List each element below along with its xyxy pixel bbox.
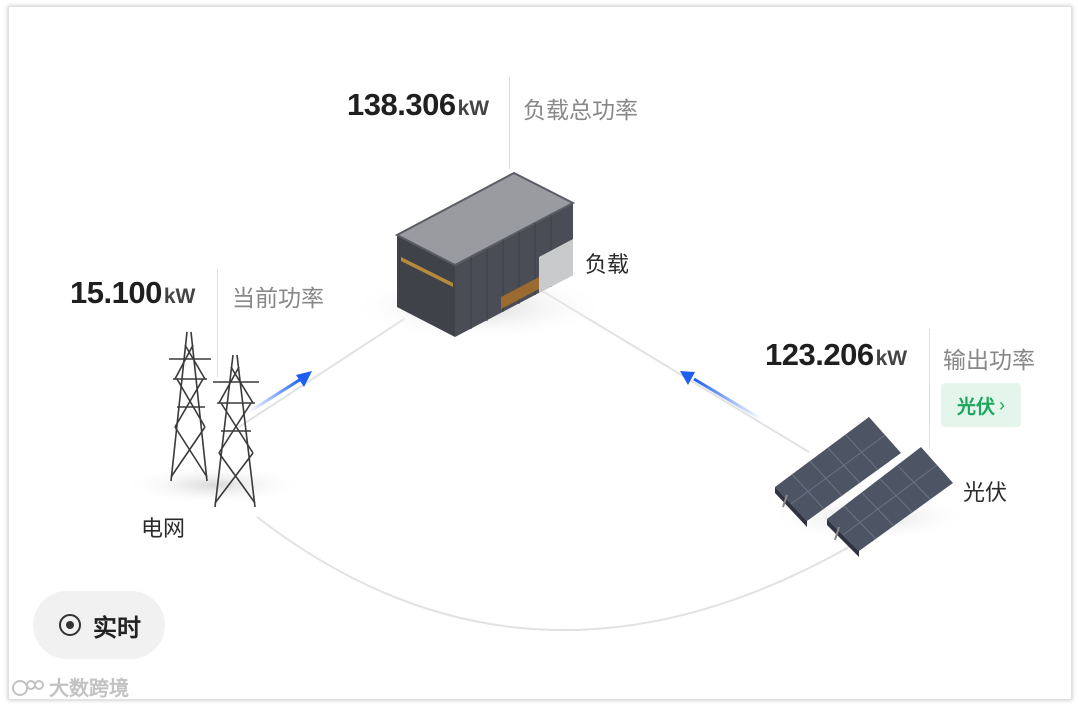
load-metric-divider [509,77,510,169]
pv-power-value: 123.206 [765,337,874,372]
grid-power-unit: kW [163,285,196,308]
pv-power-label: 输出功率 [943,347,1035,373]
grid-tower-icon [124,331,304,508]
pv-metric-divider [929,329,930,449]
load-power-unit: kW [457,97,490,120]
grid-metric-divider [217,269,218,377]
chevron-right-icon: › [999,394,1005,415]
grid-node-label: 电网 [141,516,186,541]
flow-diagram [124,171,969,632]
load-power-value: 138.306 [347,87,456,122]
radio-target-icon [59,614,81,636]
grid-flow-arrow [248,371,312,414]
watermark-logo-icon [12,679,44,696]
load-node-label: 负载 [585,252,630,277]
load-building-icon [349,171,609,342]
energy-flow-panel: 138.306kW 负载总功率 负载 15.100kW 当前功率 电网 123.… [8,6,1072,700]
watermark: 大数跨境 [11,672,129,700]
pv-flow-arrow [680,371,762,421]
realtime-label: 实时 [93,614,141,642]
pv-power-readout: 123.206kW [765,337,907,373]
grid-power-readout: 15.100kW [70,275,195,311]
grid-power-value: 15.100 [70,275,162,310]
flow-line-grid-pv [256,516,850,632]
load-power-readout: 138.306kW [347,87,489,123]
pv-tag-label: 光伏 [956,396,995,418]
pv-power-unit: kW [875,347,908,370]
pv-node-label: 光伏 [963,480,1008,505]
load-power-label: 负载总功率 [523,97,638,123]
realtime-mode-button[interactable]: 实时 [33,591,165,659]
pv-panel-icon [769,417,969,557]
flow-line-grid-load [238,318,405,428]
watermark-text: 大数跨境 [49,678,129,700]
pv-detail-tag[interactable]: 光伏› [941,383,1021,427]
grid-power-label: 当前功率 [232,285,324,311]
